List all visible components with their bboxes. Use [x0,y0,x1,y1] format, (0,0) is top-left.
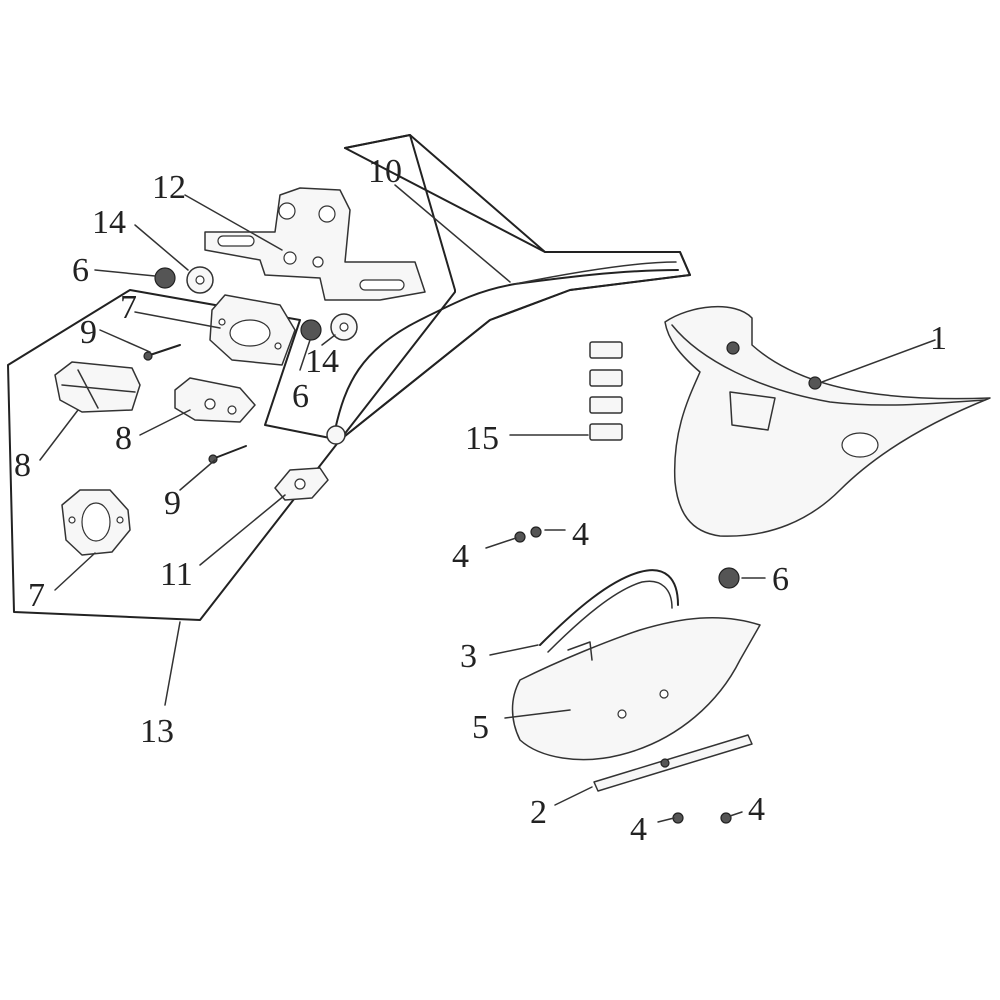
callout-9b: 9 [164,485,181,522]
callout-10: 10 [368,153,402,190]
callout-14a: 14 [92,204,126,241]
callout-15: 15 [465,420,499,457]
callout-8a: 8 [14,447,31,484]
part-7-lamp-lens [209,294,296,366]
part-8-lamp-housing-b [174,377,256,423]
callout-3: 3 [460,638,477,675]
callout-4d: 4 [748,791,765,828]
callout-11: 11 [160,556,193,593]
part-4-screw-a [514,531,526,543]
leader-lines [39,184,936,823]
part-1-rear-fender [664,305,991,537]
callout-4c: 4 [630,811,647,848]
callout-1: 1 [930,320,947,357]
part-5-inner-mudguard [511,616,761,761]
part-14-washer-b [330,313,358,341]
part-4-screw-d [720,812,732,824]
group-outline-12 [339,134,691,441]
part-2-rod [593,734,753,792]
part-8-lamp-housing-a [54,361,141,413]
part-15-clips [589,341,623,441]
callout-6c: 6 [772,561,789,598]
callout-2: 2 [530,794,547,831]
callout-4a: 4 [452,538,469,575]
callout-14b: 14 [305,343,339,380]
part-9-screw-a [143,344,181,361]
part-7-gasket [61,489,131,556]
callout-5: 5 [472,709,489,746]
part-10-wire-harness [326,261,679,445]
part-11-bulb [274,467,329,501]
part-9-screw-b [208,445,247,464]
part-14-washer-a [186,266,214,294]
callout-8b: 8 [115,420,132,457]
part-3-bracket-strip [539,569,679,653]
part-6-nut-b [300,319,322,341]
callout-7a: 7 [120,289,137,326]
callout-13: 13 [140,713,174,750]
callout-9a: 9 [80,314,97,351]
callout-6a: 6 [72,252,89,289]
part-6-nut-c [718,567,740,589]
callout-7b: 7 [28,577,45,614]
callout-4b: 4 [572,516,589,553]
part-6-nut-a [154,267,176,289]
callout-12: 12 [152,169,186,206]
part-12-plate-bracket [204,187,426,301]
callout-6b: 6 [292,378,309,415]
part-4-screw-b [530,526,542,538]
